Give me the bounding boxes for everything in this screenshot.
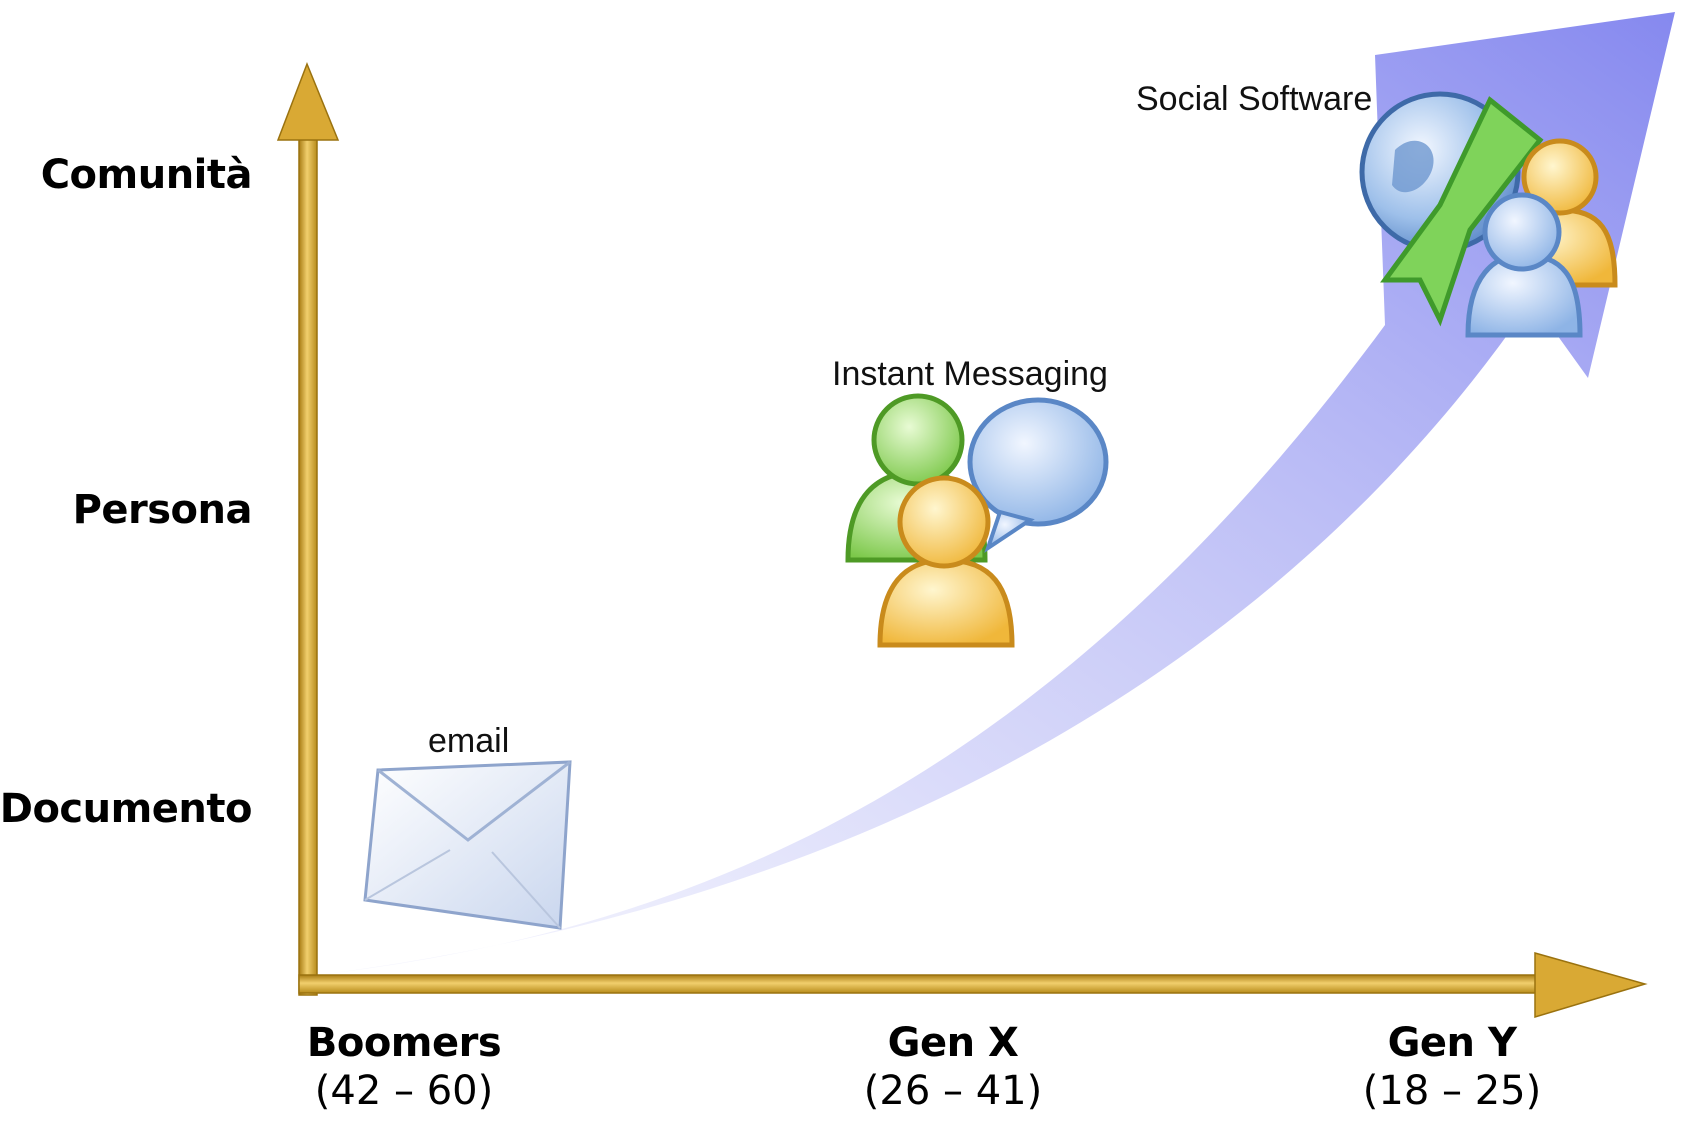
generation-name: Gen Y — [1387, 1020, 1517, 1066]
milestone-label-email: email — [428, 722, 510, 760]
generation-ages: (26 – 41) — [863, 1068, 1043, 1114]
globe-users-icon — [1359, 91, 1618, 338]
y-label-comunita: Comunità — [40, 152, 253, 198]
generation-ages: (42 – 60) — [314, 1068, 494, 1114]
chat-users-icon — [845, 393, 1109, 648]
x-label-geny: Gen Y (18 – 25) — [1272, 1020, 1632, 1114]
envelope-icon — [363, 760, 572, 930]
y-label-persona: Persona — [72, 487, 253, 533]
x-label-boomers: Boomers (42 – 60) — [224, 1020, 584, 1114]
x-label-genx: Gen X (26 – 41) — [773, 1020, 1133, 1114]
generation-name: Gen X — [887, 1020, 1019, 1066]
trend-arrow — [318, 12, 1675, 975]
milestone-label-instant-messaging: Instant Messaging — [832, 355, 1108, 393]
generation-ages: (18 – 25) — [1362, 1068, 1542, 1114]
y-label-documento: Documento — [0, 786, 253, 832]
generation-name: Boomers — [306, 1020, 502, 1066]
milestone-label-social-software: Social Software — [1136, 80, 1373, 118]
x-axis — [298, 952, 1648, 1019]
y-axis — [276, 61, 340, 996]
